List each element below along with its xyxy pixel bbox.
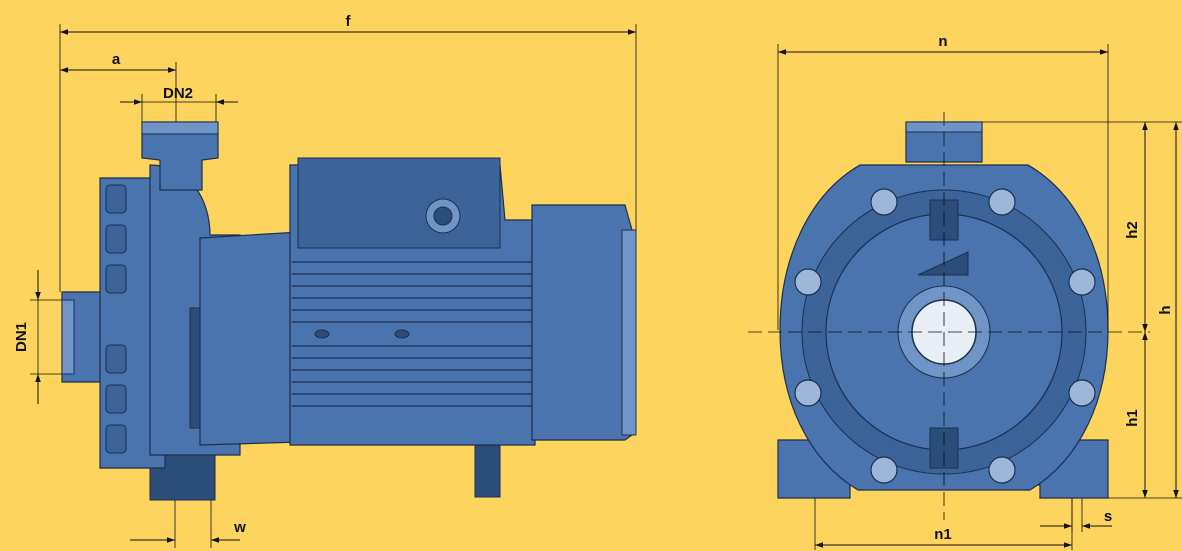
- fan-cover-end: [621, 229, 637, 436]
- cable-gland-core: [433, 206, 453, 226]
- dim-label-n1: n1: [934, 526, 952, 543]
- dim-label-h1: h1: [1124, 409, 1141, 427]
- dim-label-w: w: [233, 519, 246, 536]
- flange-bolts: [794, 188, 1096, 484]
- dim-label-f: f: [346, 13, 352, 30]
- casing-ribs: [105, 184, 127, 454]
- front-view: n n1 s h h2 h1: [748, 33, 1182, 550]
- dim-label-dn2: DN2: [163, 85, 193, 102]
- dim-label-h2: h2: [1124, 221, 1141, 239]
- dim-label-s: s: [1104, 508, 1112, 525]
- suction-face: [61, 299, 75, 375]
- discharge-face: [141, 121, 219, 135]
- cooling-fins: [292, 261, 535, 407]
- bearing-bracket: [199, 231, 301, 446]
- terminal-box: [297, 157, 501, 249]
- side-view: f a DN2 DN1 w: [13, 13, 637, 548]
- dim-label-a: a: [112, 51, 121, 68]
- motor-foot: [474, 439, 501, 498]
- dim-label-n: n: [938, 33, 947, 50]
- dim-label-dn1: DN1: [13, 322, 30, 352]
- fan-cover: [531, 204, 633, 441]
- dim-label-h: h: [1157, 305, 1174, 314]
